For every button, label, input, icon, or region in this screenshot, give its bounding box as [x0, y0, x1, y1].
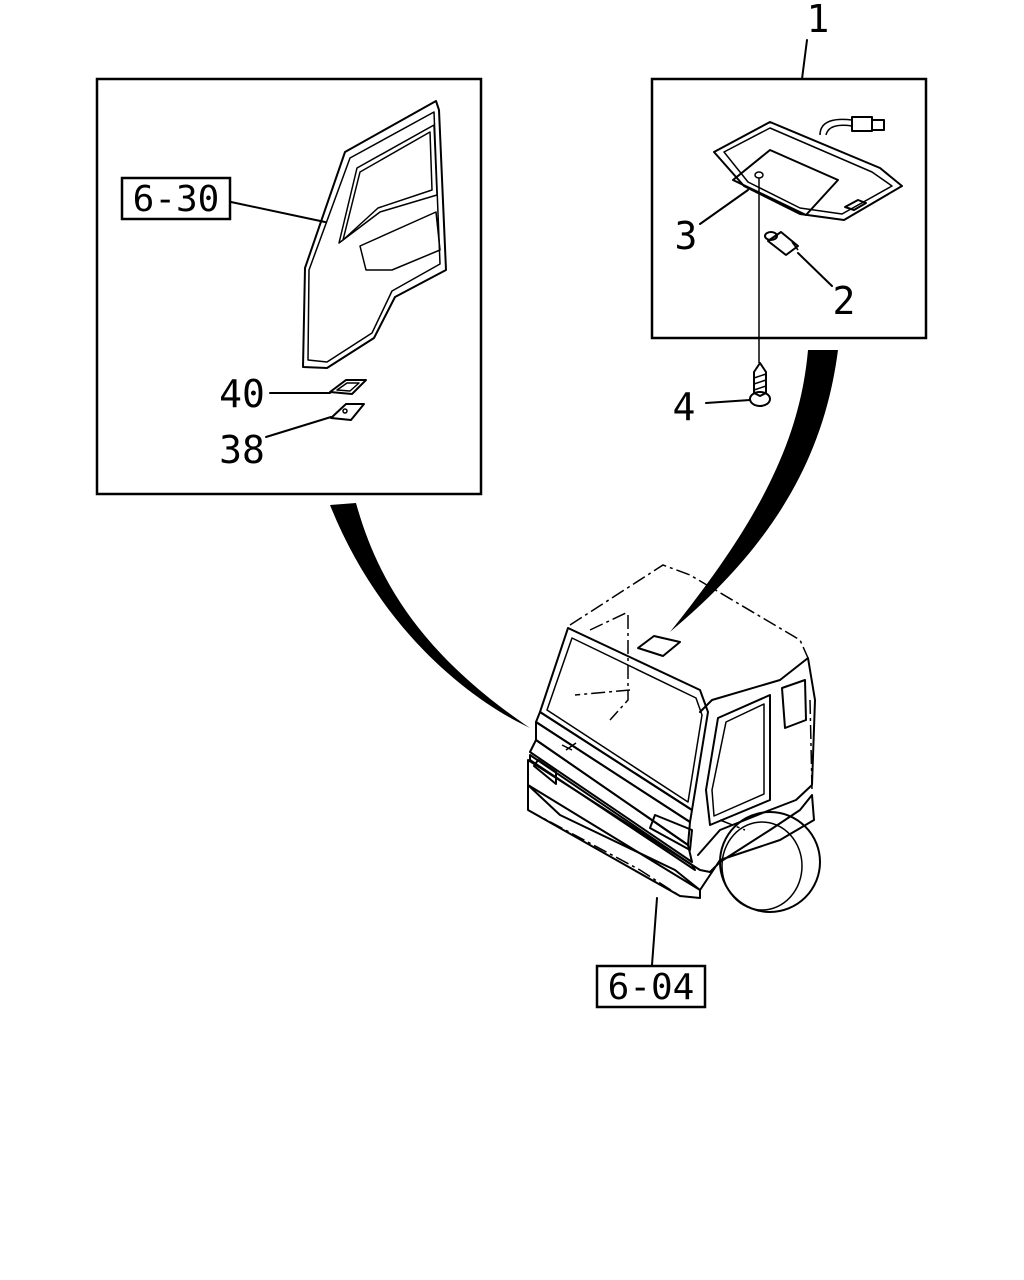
- lens-leader: [699, 189, 749, 225]
- screw-part: [749, 362, 771, 407]
- bulb-part: [764, 231, 799, 256]
- clip-40-label: 40: [219, 372, 265, 416]
- clip-38-label: 38: [219, 428, 265, 472]
- clip-38-part: [330, 403, 365, 421]
- door-reference-label: 6-30: [133, 179, 220, 220]
- bulb-leader: [797, 252, 833, 287]
- lamp-housing-illustration: [713, 116, 903, 221]
- clip-40-part: [329, 379, 367, 395]
- screw-leader: [705, 399, 751, 404]
- door-detail-box: [95, 77, 483, 496]
- bulb-label: 2: [833, 279, 856, 323]
- connector-arc-right: [670, 350, 838, 632]
- screw-label: 4: [673, 385, 696, 429]
- lamp-assembly-label: 1: [807, 0, 830, 41]
- clip-38-leader: [265, 416, 332, 438]
- cab-leader: [651, 897, 658, 966]
- door-leader: [230, 201, 326, 223]
- lamp-assembly-leader: [801, 39, 808, 80]
- connector-arc-left: [330, 503, 530, 728]
- door-reference-box: [120, 176, 232, 221]
- door-panel-illustration: [302, 100, 447, 369]
- cab-reference-label: 6-04: [608, 967, 695, 1008]
- cab-reference-box: [595, 964, 707, 1009]
- truck-cab-illustration: [527, 564, 821, 913]
- lens-label: 3: [675, 214, 698, 258]
